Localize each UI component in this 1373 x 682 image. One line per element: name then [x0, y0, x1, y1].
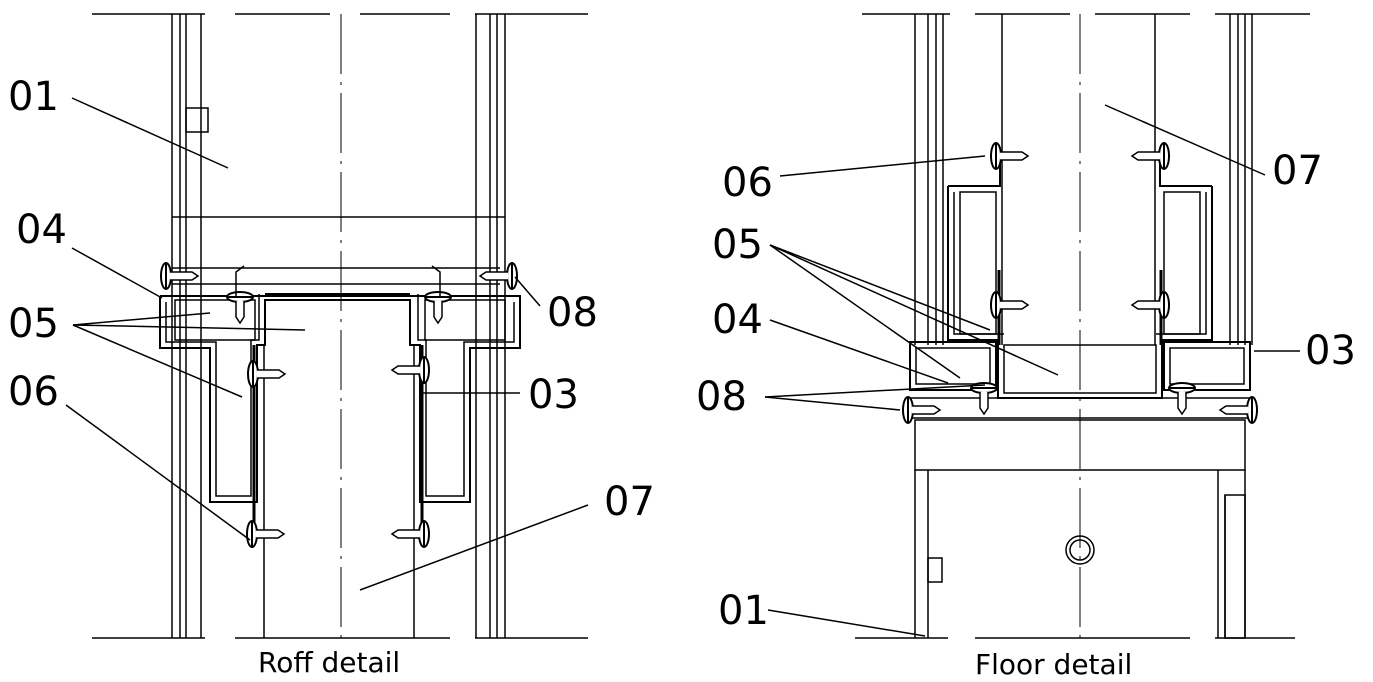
callout-06: 06	[8, 369, 59, 415]
floor-detail	[855, 13, 1310, 639]
callout-08: 08	[696, 374, 747, 420]
callout-05: 05	[712, 222, 763, 268]
callout-08: 08	[547, 290, 598, 336]
callout-07: 07	[1272, 148, 1323, 194]
floor-caption: Floor detail	[975, 648, 1132, 681]
floor-leaders	[764, 104, 1300, 637]
callout-03: 03	[1305, 328, 1356, 374]
callout-04: 04	[16, 207, 67, 253]
callout-07: 07	[604, 479, 655, 525]
callout-04: 04	[712, 297, 763, 343]
roof-callouts: 01 04 05 06 08 03 07 Roff detail	[8, 74, 655, 679]
roof-caption: Roff detail	[258, 646, 400, 679]
callout-05: 05	[8, 301, 59, 347]
roof-leaders	[65, 97, 589, 591]
callout-03: 03	[528, 372, 579, 418]
floor-callouts: 06 07 05 04 03 08 01 Floor detail	[696, 148, 1356, 681]
roof-detail	[92, 13, 588, 639]
callout-01: 01	[8, 74, 59, 120]
callout-06: 06	[722, 160, 773, 206]
callout-01: 01	[718, 588, 769, 634]
